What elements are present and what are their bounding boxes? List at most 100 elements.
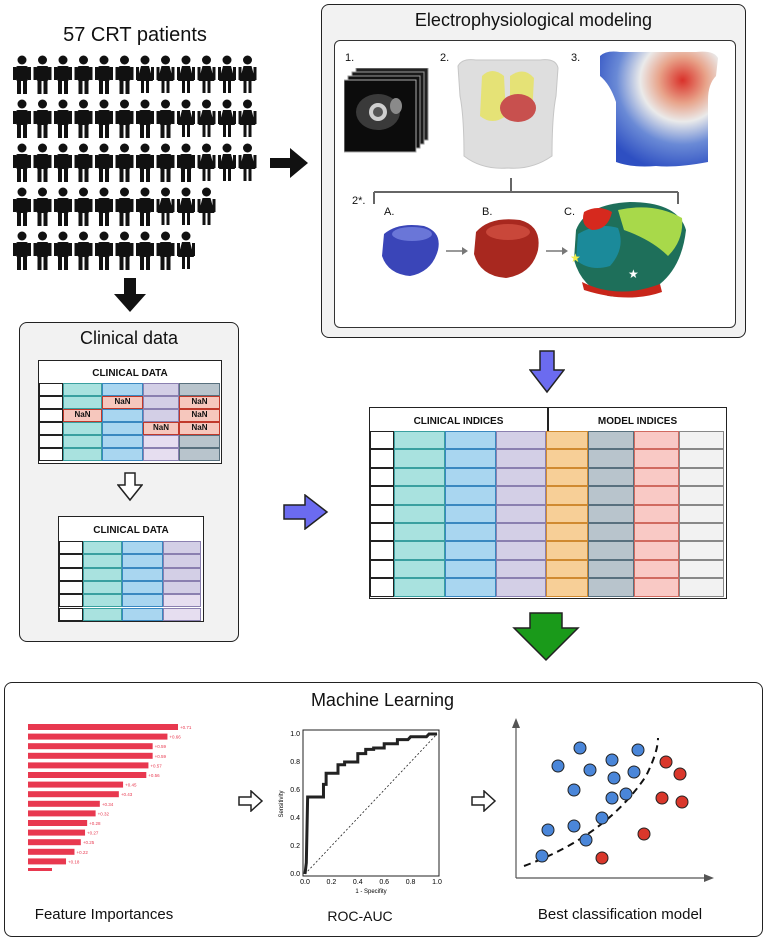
feature-value-label: +0.59: [155, 754, 167, 759]
cls-x-arrowhead: [704, 874, 714, 882]
table-cell: [445, 559, 496, 579]
table-cell: [163, 541, 201, 555]
table-cell: [445, 431, 496, 450]
patient-icon: [136, 231, 154, 270]
table-cell: [394, 467, 445, 487]
class-point-red: [673, 767, 687, 781]
table-cell: [83, 567, 122, 581]
patient-icon: [13, 55, 31, 94]
torso-model: [457, 59, 559, 169]
table-cell: [63, 383, 102, 396]
table-cell: [163, 607, 201, 621]
table-cell: [63, 396, 102, 409]
svg-text:★: ★: [628, 267, 639, 281]
patient-icon: [13, 99, 31, 138]
class-point-blue: [627, 765, 641, 779]
class-point-blue: [567, 783, 581, 797]
table-cell: [546, 467, 588, 487]
feature-value-label: +0.66: [169, 735, 181, 740]
patient-icon: [54, 143, 72, 182]
roc-x-tick: 0.6: [379, 879, 389, 886]
patient-icon: [33, 143, 52, 182]
patient-icon: [95, 187, 113, 226]
table-cell: [179, 383, 220, 396]
patient-icon: [115, 99, 134, 138]
table-cell: [546, 541, 588, 560]
class-point-red: [675, 795, 689, 809]
roc-x-tick: 0.0: [300, 879, 310, 886]
patient-icon: [197, 187, 216, 225]
table-cell: [496, 467, 546, 487]
table-cell: [63, 422, 102, 435]
class-point-blue: [605, 753, 619, 767]
feature-bar: [28, 752, 153, 759]
table-cell: [588, 578, 634, 597]
patient-icon: [197, 99, 216, 137]
table-cell: [179, 435, 220, 448]
roc-x-tick: 0.4: [353, 879, 363, 886]
table-cell: [546, 559, 588, 579]
roc-x-label: 1 - Specifity: [355, 889, 386, 895]
table-cell: [588, 486, 634, 505]
feature-bar: [28, 868, 52, 871]
patient-icon: [54, 187, 72, 226]
table-cell: [546, 578, 588, 597]
table-cell: [163, 580, 201, 595]
table-cell: [102, 448, 143, 461]
class-point-red: [659, 755, 673, 769]
table-cell: [634, 578, 679, 597]
table-index-cell: [370, 578, 394, 597]
patient-icon: [218, 99, 236, 137]
patient-icon: [156, 99, 175, 138]
class-point-red: [637, 827, 651, 841]
patient-icon: [74, 231, 93, 270]
table-cell: [122, 541, 163, 555]
patient-icon: [197, 55, 216, 93]
cls-y-arrowhead: [512, 718, 520, 728]
clinical-indices-header: CLINICAL INDICES: [413, 416, 504, 427]
feature-bar: [28, 829, 86, 836]
roc-x-tick: 1.0: [432, 879, 442, 886]
subpanel-a-label: A.: [384, 206, 395, 218]
table-cell: [588, 431, 634, 450]
bracket-connector: [373, 178, 679, 204]
feature-value-label: +0.22: [76, 850, 88, 855]
table-cell: [163, 567, 201, 581]
feature-bar: [28, 772, 147, 778]
table-cell: [496, 431, 546, 450]
table-cell: [634, 541, 679, 560]
table-cell: [83, 594, 122, 608]
roc-y-label: Sensitivity: [279, 790, 285, 817]
table-index-cell: [59, 567, 83, 581]
table-cell: [122, 594, 163, 608]
nan-cell: NaN: [179, 396, 220, 409]
class-point-blue: [535, 849, 549, 863]
patient-icon: [115, 187, 134, 226]
table-cell: [445, 578, 496, 597]
caption-feature-importances: Feature Importances: [34, 906, 174, 923]
roc-y-tick: 0.6: [290, 787, 300, 794]
table-index-cell: [59, 541, 83, 555]
feature-value-label: +0.59: [155, 744, 167, 749]
table-cell: [588, 504, 634, 523]
arrow-fi-to-roc: [238, 790, 264, 812]
table-cell: [496, 523, 546, 542]
roc-frame: [302, 729, 440, 877]
table-cell: [143, 448, 179, 461]
step-2-label: 2.: [440, 52, 450, 64]
table-cell: [179, 448, 220, 461]
table-cell: [679, 504, 724, 523]
feature-bar: [28, 724, 178, 730]
nan-cell: NaN: [102, 396, 143, 409]
feature-bar: [28, 858, 67, 865]
patient-icon: [136, 187, 154, 226]
arrow-a-to-b: [446, 247, 468, 255]
patient-icon: [13, 231, 31, 270]
patient-icon: [115, 143, 134, 182]
patient-icon: [33, 99, 52, 138]
patient-icon: [136, 99, 154, 138]
table-cell: [445, 449, 496, 468]
feature-value-label: +0.28: [89, 821, 101, 826]
class-point-blue: [567, 819, 581, 833]
table-cell: [679, 431, 724, 450]
